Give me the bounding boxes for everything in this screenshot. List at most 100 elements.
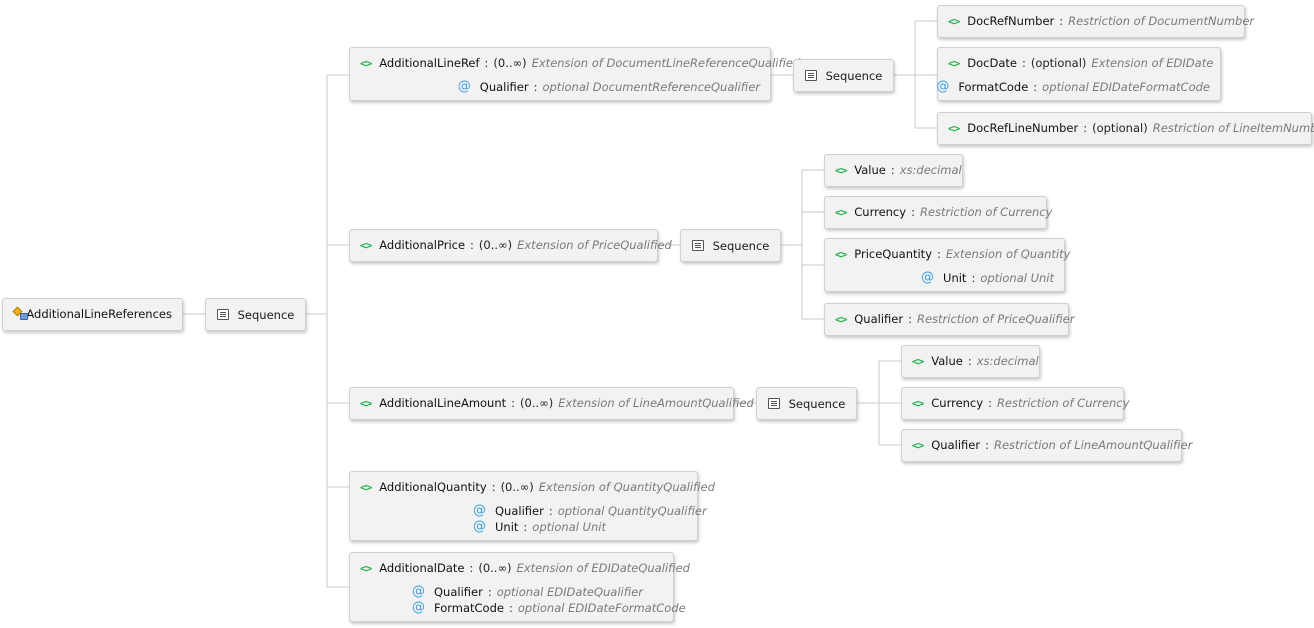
element-amount-value[interactable]: <> Value: xs:decimal [901,345,1040,378]
element-doc-ref-line-number[interactable]: <> DocRefLineNumber: (optional) Restrict… [937,112,1314,145]
element-icon: <> [360,480,372,494]
attribute-name: FormatCode [434,600,504,615]
sequence-label: Sequence [825,68,883,83]
attribute-icon: @ [473,503,486,518]
element-name: PriceQuantity [854,247,932,261]
element-name: Qualifier [931,438,981,452]
attribute-type: optional Unit [532,519,606,534]
attribute-name: Unit [943,270,967,285]
sequence-label: Sequence [237,307,295,322]
element-name: Currency [854,205,907,219]
element-type: Extension of PriceQualified [517,238,672,252]
sequence-node-price[interactable]: Sequence [680,229,781,262]
element-icon: <> [360,561,372,575]
element-additional-quantity[interactable]: <> AdditionalQuantity: (0..∞) Extension … [349,471,715,541]
attribute-icon: @ [457,79,471,94]
attribute-name: Qualifier [434,584,483,599]
element-amount-currency[interactable]: <> Currency: Restriction of Currency [901,387,1129,420]
element-type: xs:decimal [976,354,1039,368]
attribute-icon: @ [412,600,425,615]
sequence-node-root[interactable]: Sequence [205,298,306,331]
element-type: xs:decimal [899,163,962,177]
element-additional-price[interactable]: <> AdditionalPrice: (0..∞) Extension of … [349,229,672,262]
element-multiplicity: (0..∞) [478,238,513,252]
attribute-name: Qualifier [479,79,529,94]
element-icon: <> [948,14,960,28]
element-icon: <> [835,163,847,177]
element-multiplicity: (optional) [1030,56,1087,70]
element-additional-line-ref[interactable]: <> AdditionalLineRef: (0..∞) Extension o… [349,47,800,101]
attribute-type: optional QuantityQualifier [557,503,707,518]
element-doc-date[interactable]: <> DocDate: (optional) Extension of EDID… [936,47,1221,101]
sequence-node-line-ref[interactable]: Sequence [793,59,894,92]
element-additional-line-amount[interactable]: <> AdditionalLineAmount: (0..∞) Extensio… [349,387,754,420]
element-type: Extension of EDIDate [1091,56,1214,70]
attribute-name: Unit [495,519,519,534]
element-icon: <> [948,121,960,135]
sequence-node-amount[interactable]: Sequence [756,387,857,420]
attribute-type: optional EDIDateFormatCode [1042,79,1210,94]
element-name: DocRefNumber [967,14,1055,28]
attribute-icon: @ [921,270,935,285]
root-node[interactable]: AdditionalLineReferences [2,298,183,331]
attribute-type: optional EDIDateQualifier [496,584,643,599]
sequence-label: Sequence [712,238,770,253]
attribute-icon: @ [412,584,425,599]
element-name: Value [931,354,963,368]
element-icon: <> [948,56,960,70]
element-name: Currency [931,396,984,410]
element-icon: <> [912,438,924,452]
attribute-name: Qualifier [495,503,544,518]
element-price-currency[interactable]: <> Currency: Restriction of Currency [824,196,1052,229]
complex-type-icon [13,307,31,321]
element-amount-qualifier[interactable]: <> Qualifier: Restriction of LineAmountQ… [901,429,1192,462]
element-multiplicity: (0..∞) [493,56,527,70]
sequence-icon [216,309,229,320]
element-type: Extension of LineAmountQualified [558,396,754,410]
element-multiplicity: (optional) [1092,121,1148,135]
element-name: AdditionalQuantity [379,480,487,494]
sequence-icon [804,70,817,81]
element-doc-ref-number[interactable]: <> DocRefNumber: Restriction of Document… [937,5,1254,38]
sequence-icon [767,398,780,409]
element-price-value[interactable]: <> Value: xs:decimal [824,154,963,187]
element-type: Extension of Quantity [945,247,1071,261]
root-name: AdditionalLineReferences [26,307,172,321]
element-name: AdditionalDate [379,561,465,575]
element-type: Restriction of LineItemNumber [1152,121,1314,135]
element-price-quantity[interactable]: <> PriceQuantity: Extension of Quantity … [824,238,1070,292]
attribute-type: optional DocumentReferenceQualifier [542,79,760,94]
element-multiplicity: (0..∞) [478,561,512,575]
element-icon: <> [912,354,924,368]
attribute-icon: @ [473,519,486,534]
element-name: Value [854,163,886,177]
attribute-icon: @ [936,79,950,94]
element-price-qualifier[interactable]: <> Qualifier: Restriction of PriceQualif… [824,303,1074,336]
element-name: Qualifier [854,312,904,326]
element-name: AdditionalLineAmount [379,396,507,410]
element-name: DocRefLineNumber [967,121,1079,135]
element-additional-date[interactable]: <> AdditionalDate: (0..∞) Extension of E… [349,552,690,622]
sequence-label: Sequence [788,396,846,411]
element-type: Restriction of LineAmountQualifier [993,438,1193,452]
element-name: AdditionalPrice [379,238,466,252]
attribute-type: optional Unit [980,270,1054,285]
element-icon: <> [835,205,847,219]
element-icon: <> [835,247,847,261]
attribute-name: FormatCode [958,79,1029,94]
sequence-icon [691,240,704,251]
element-icon: <> [360,238,372,252]
element-type: Extension of DocumentLineReferenceQualif… [531,56,801,70]
element-type: Restriction of DocumentNumber [1068,14,1255,28]
element-type: Extension of QuantityQualified [538,480,715,494]
element-icon: <> [835,312,847,326]
element-name: AdditionalLineRef [379,56,480,70]
element-multiplicity: (0..∞) [520,396,554,410]
element-type: Restriction of Currency [919,205,1053,219]
element-multiplicity: (0..∞) [500,480,534,494]
attribute-type: optional EDIDateFormatCode [517,600,686,615]
element-name: DocDate [967,56,1017,70]
element-type: Extension of EDIDateQualified [516,561,690,575]
element-icon: <> [360,56,372,70]
element-icon: <> [912,396,924,410]
